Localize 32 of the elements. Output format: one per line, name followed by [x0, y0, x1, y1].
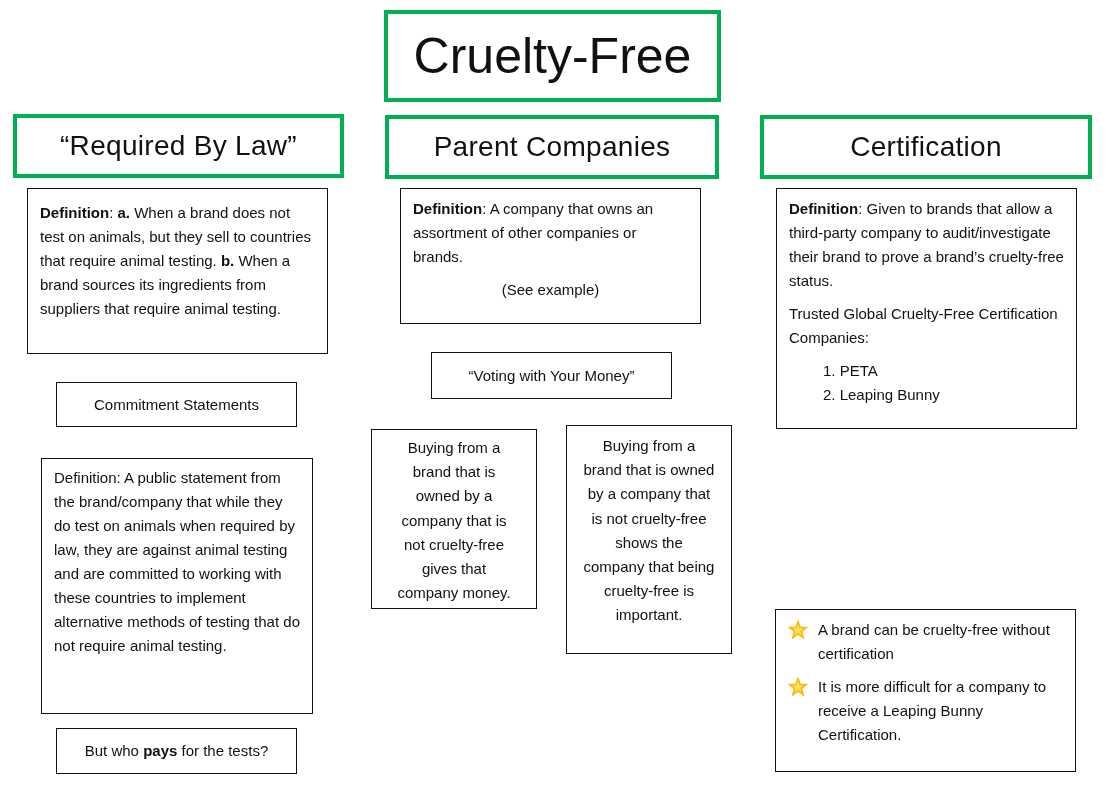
- heading-box: [13, 114, 344, 178]
- definition-text: Definition: A public statement from the brand/company that while they do test on animals when required by law, they are against animal testing and are committed to working with these countries to implement alternative methods of testing that do not require animal testing.: [54, 468, 300, 656]
- box-text: Commitment Statements: [93, 394, 260, 415]
- definition-text: Definition: Given to brands that allow a third-party company to audit/investigate their brand to prove a brand’s cruelty-free status.: [789, 199, 1064, 291]
- heading-box: [760, 115, 1092, 179]
- heading-text: Parent Companies: [433, 130, 671, 164]
- box-text: “Voting with Your Money”: [468, 365, 635, 386]
- box-text: But who pays for the tests?: [84, 741, 269, 761]
- definition-box: [400, 188, 701, 324]
- heading-box: [385, 115, 719, 179]
- definition-text: Trusted Global Cruelty-Free Certification Companies:: [789, 304, 1059, 348]
- text-box: [371, 429, 537, 609]
- text-box: [431, 352, 672, 399]
- heading-text: Certification: [850, 130, 1002, 164]
- definition-text: Definition: A company that owns an assortment of other companies or brands.: [413, 199, 655, 267]
- note-text: A brand can be cruelty-free without certification: [818, 620, 1051, 664]
- definition-text: Definition: a. When a brand does not test on animals, but they sell to countries that require animal testing. b. When a brand sources its ingredients from suppliers that require animal testing.: [40, 203, 312, 319]
- text-box: [56, 382, 297, 427]
- heading-text: “Required By Law”: [60, 129, 297, 163]
- definition-box: [41, 458, 313, 714]
- text-box: [566, 425, 732, 654]
- title: Cruelty-Free: [413, 28, 692, 84]
- definition-box: [776, 188, 1077, 429]
- list-item: 1. PETA: [822, 361, 879, 381]
- box-text: Buying from a brand that is owned by a company that is not cruelty-free shows the company that being cruelty-free is important.: [583, 436, 715, 626]
- list-item: 2. Leaping Bunny: [822, 385, 941, 405]
- box-text: Buying from a brand that is owned by a company that is not cruelty-free gives that company money.: [396, 438, 512, 604]
- note-text: It is more difficult for a company to receive a Leaping Bunny Certification.: [818, 677, 1048, 745]
- definition-text: (See example): [500, 280, 601, 300]
- note-box: [775, 609, 1076, 772]
- text-box: [56, 728, 297, 774]
- definition-box: [27, 188, 328, 354]
